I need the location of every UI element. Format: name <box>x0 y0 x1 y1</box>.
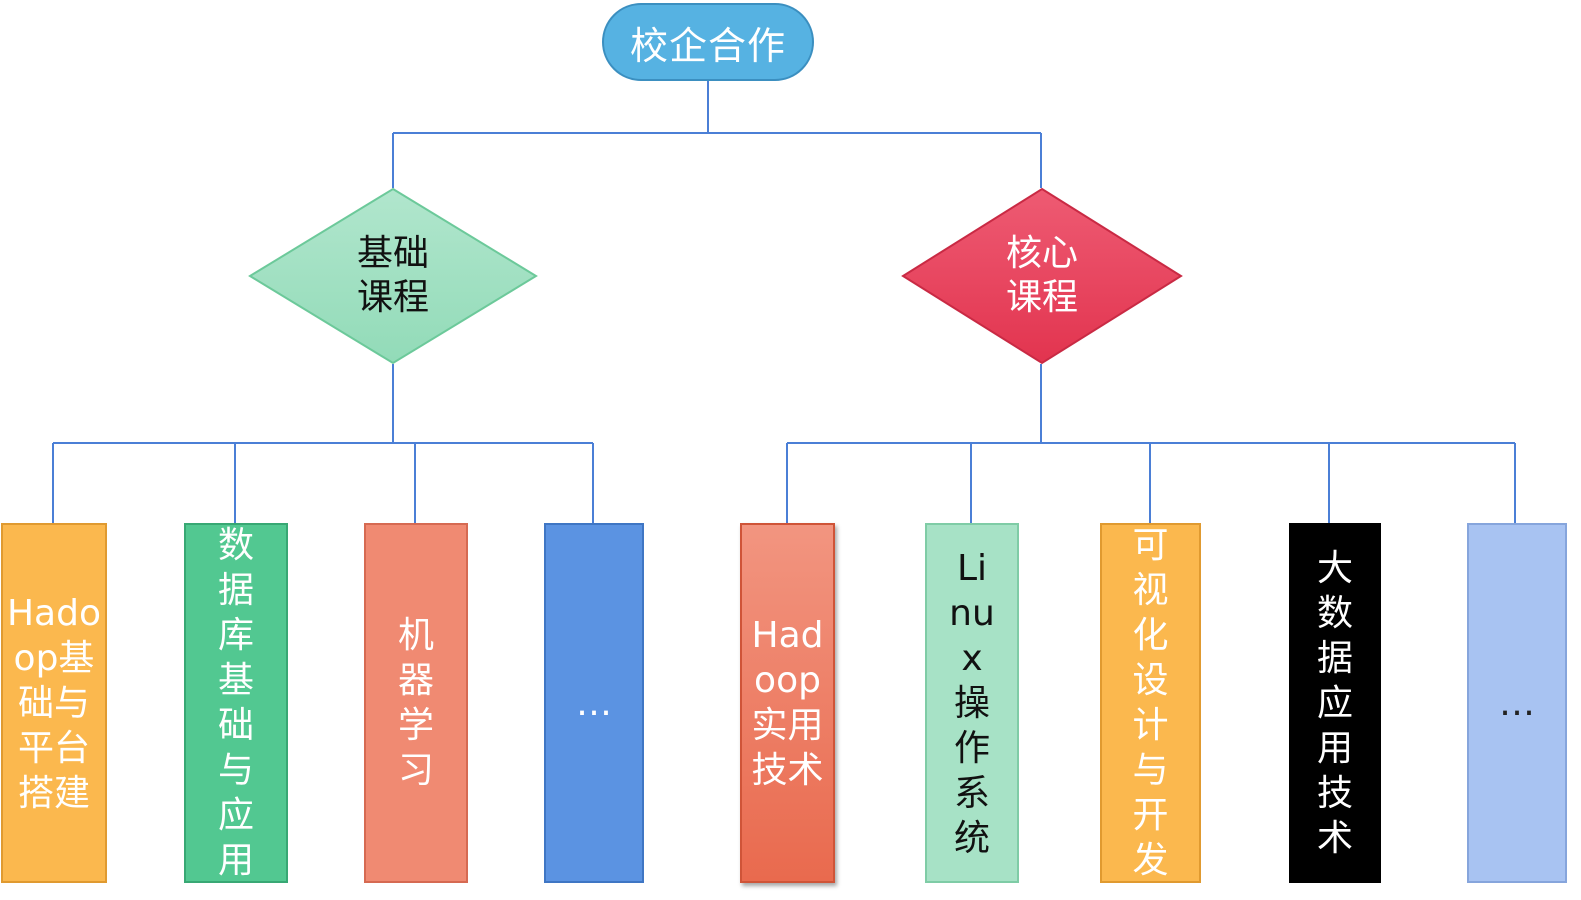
leaf-linux: Linux操作系统 <box>925 523 1019 883</box>
root-label: 校企合作 <box>629 23 786 68</box>
root-node: 校企合作 <box>602 3 814 81</box>
leaf-visualization-label: 可视化设计与开发 <box>1132 525 1169 881</box>
leaf-database-basics-label: 数据库基础与应用 <box>217 525 254 881</box>
leaf-basic-more-label: … <box>576 682 612 724</box>
leaf-hadoop-basics-label: Hadoop基础与平台搭建 <box>6 592 101 814</box>
leaf-bigdata-app: 大数据应用技术 <box>1289 523 1381 883</box>
leaf-bigdata-app-label: 大数据应用技术 <box>1316 547 1353 859</box>
branch-basic-diamond <box>248 187 538 365</box>
leaf-core-more: … <box>1467 523 1567 883</box>
leaf-linux-label: Linux操作系统 <box>949 547 995 859</box>
branch-core-label: 核心 课程 <box>1005 233 1078 318</box>
leaf-visualization: 可视化设计与开发 <box>1100 523 1201 883</box>
branch-core-diamond <box>901 187 1183 365</box>
leaf-hadoop-practical: Hadoop实用技术 <box>740 523 835 883</box>
leaf-basic-more: … <box>544 523 644 883</box>
leaf-machine-learning: 机器学习 <box>364 523 468 883</box>
leaf-hadoop-basics: Hadoop基础与平台搭建 <box>1 523 107 883</box>
branch-basic-label: 基础 课程 <box>356 233 429 318</box>
leaf-core-more-label: … <box>1499 682 1535 724</box>
leaf-database-basics: 数据库基础与应用 <box>184 523 288 883</box>
leaf-machine-learning-label: 机器学习 <box>397 615 434 791</box>
leaf-hadoop-practical-label: Hadoop实用技术 <box>751 615 824 791</box>
